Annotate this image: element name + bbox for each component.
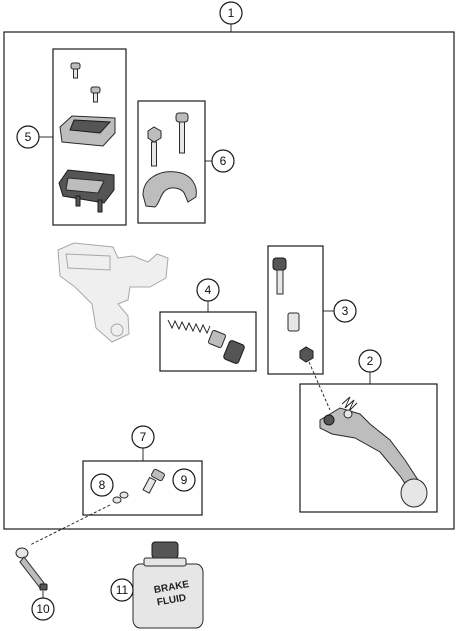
svg-text:5: 5	[25, 130, 32, 144]
sealing-rings	[112, 491, 129, 504]
assembly-frame	[3, 31, 455, 530]
adjuster-nut	[299, 346, 314, 363]
handlebar-clamp	[142, 171, 197, 208]
cover-screw-1	[70, 62, 81, 79]
clamp-bolt-1	[147, 126, 162, 167]
callout-11: 11	[110, 578, 134, 602]
svg-text:4: 4	[205, 283, 212, 297]
callout-6: 6	[211, 149, 235, 173]
callout-2: 2	[358, 349, 382, 373]
callout-1: 1	[219, 1, 243, 25]
banjo-bolt	[142, 468, 165, 494]
reservoir-cover	[59, 115, 116, 147]
box-banjo	[82, 460, 203, 516]
box-clamp	[137, 100, 206, 224]
svg-text:10: 10	[36, 602, 50, 616]
bottle-label-line2: FLUID	[156, 593, 187, 609]
leader-dash-banjo	[29, 504, 111, 546]
callout-7: 7	[131, 425, 155, 449]
svg-text:3: 3	[342, 304, 349, 318]
callout-4: 4	[196, 278, 220, 302]
leader-dash-adjuster	[308, 361, 331, 411]
svg-text:7: 7	[140, 430, 147, 444]
svg-text:6: 6	[220, 154, 227, 168]
svg-text:1: 1	[228, 6, 235, 20]
lever-spring	[341, 396, 358, 412]
piston-spring	[167, 319, 211, 335]
callout-3: 3	[333, 299, 357, 323]
brake-lever	[319, 407, 428, 508]
box-adjuster	[267, 245, 324, 375]
brake-fluid-bottle: BRAKE FLUID	[132, 541, 204, 629]
callout-8: 8	[90, 473, 114, 497]
brake-line-fitting	[15, 547, 48, 591]
callout-5: 5	[16, 125, 40, 149]
clamp-bolt-2	[175, 112, 189, 154]
reservoir-diaphragm	[58, 169, 115, 213]
piston	[207, 329, 245, 364]
callout-10: 10	[31, 597, 55, 621]
master-cylinder-body	[57, 242, 169, 343]
svg-text:9: 9	[181, 473, 188, 487]
adjuster-screw	[272, 257, 287, 295]
callout-9: 9	[172, 468, 196, 492]
svg-text:2: 2	[367, 354, 374, 368]
box-lever	[299, 383, 438, 513]
svg-text:11: 11	[116, 583, 129, 597]
cover-screw-2	[90, 86, 101, 103]
svg-text:8: 8	[99, 478, 106, 492]
adjuster-bushing	[287, 312, 300, 332]
